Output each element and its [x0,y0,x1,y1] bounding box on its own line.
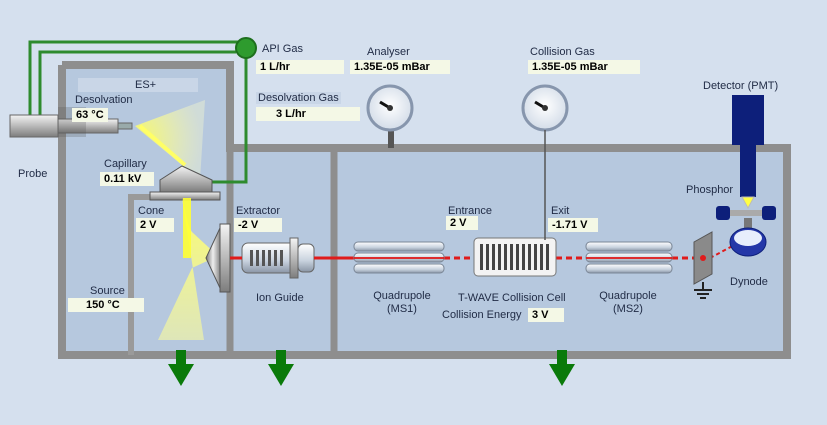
collision-cell-electrode [540,244,543,270]
desolvation-label: Desolvation [75,94,133,106]
gas-valve-icon[interactable] [235,37,257,59]
collision-cell-electrode [510,244,513,270]
conversion-plate-icon [693,231,713,285]
collision-cell-icon [473,237,557,277]
collision-cell-label: T-WAVE Collision Cell [458,292,566,304]
beam-core [183,198,191,258]
collision-energy-label: Collision Energy [442,309,522,321]
ms2-label-line2: (MS2) [613,303,643,315]
collision-cell-electrode [516,244,519,270]
capillary-electrode-icon [149,165,221,201]
quadrupole-ms2-icon [585,241,673,274]
capillary-voltage-value: 0.11 kV [100,172,154,186]
entrance-label: Entrance [448,205,493,217]
api-gas-label: API Gas [262,43,303,55]
collision-cell-electrode [492,244,495,270]
api-gas-value: 1 L/hr [256,60,344,74]
cone-label: Cone [138,205,165,217]
quadrupole-ms1-icon [353,241,445,274]
desolvation-gas-label: Desolvation Gas [256,92,341,104]
collision-gas-gauge-pressure-gauge-icon [521,84,569,240]
collision-cell-electrode [534,244,537,270]
desolvation-gas-value: 3 L/hr [256,107,360,121]
ms1-label-line2: (MS1) [387,303,417,315]
collision-cell-electrode [522,244,525,270]
probe-label: Probe [18,168,48,180]
ground-icon [694,282,712,299]
exit-voltage-value: -1.71 V [548,218,598,232]
entrance-voltage-value: 2 V [446,216,478,230]
ion-mode-label: ES+ [135,79,157,91]
analyser-gauge-pressure-gauge-icon [366,84,414,148]
detector-label: Detector (PMT) [703,80,779,92]
analyser-pressure-value: 1.35E-05 mBar [350,60,450,74]
desolvation-temp-value: 63 °C [72,108,108,122]
cone-voltage-value: 2 V [136,218,174,232]
collision-cell-electrode [546,244,549,270]
chamber-walls [58,61,791,359]
source-baffle [128,196,134,355]
ms2-label-line1: Quadrupole [599,290,657,302]
collision-cell-electrode [486,244,489,270]
ion-guide-label: Ion Guide [256,292,304,304]
extractor-voltage-value: -2 V [234,218,282,232]
dynode-icon [729,218,767,257]
phosphor-label: Phosphor [686,184,734,196]
collision-cell-electrode [504,244,507,270]
spray-plume [135,100,205,180]
capillary-label: Capillary [104,158,147,170]
collision-energy-value: 3 V [528,308,564,322]
gas-lines [28,40,248,184]
collision-cell-electrode [480,244,483,270]
exit-label: Exit [551,205,570,217]
phosphor-icon [716,206,776,220]
collision-gas-label: Collision Gas [530,46,595,58]
analyser-label: Analyser [367,46,410,58]
extractor-label: Extractor [236,205,281,217]
detector-pmt-icon [732,95,764,210]
source-label: Source [90,285,125,297]
spray-streak [138,124,187,167]
source-inner-window [78,78,198,92]
dynode-label: Dynode [730,276,768,288]
source-temp-value: 150 °C [68,298,144,312]
collision-gas-pressure-value: 1.35E-05 mBar [528,60,640,74]
ion-guide-icon [241,237,315,279]
collision-cell-electrode [528,244,531,270]
ms1-label-line1: Quadrupole [373,290,431,302]
collision-cell-electrode [498,244,501,270]
